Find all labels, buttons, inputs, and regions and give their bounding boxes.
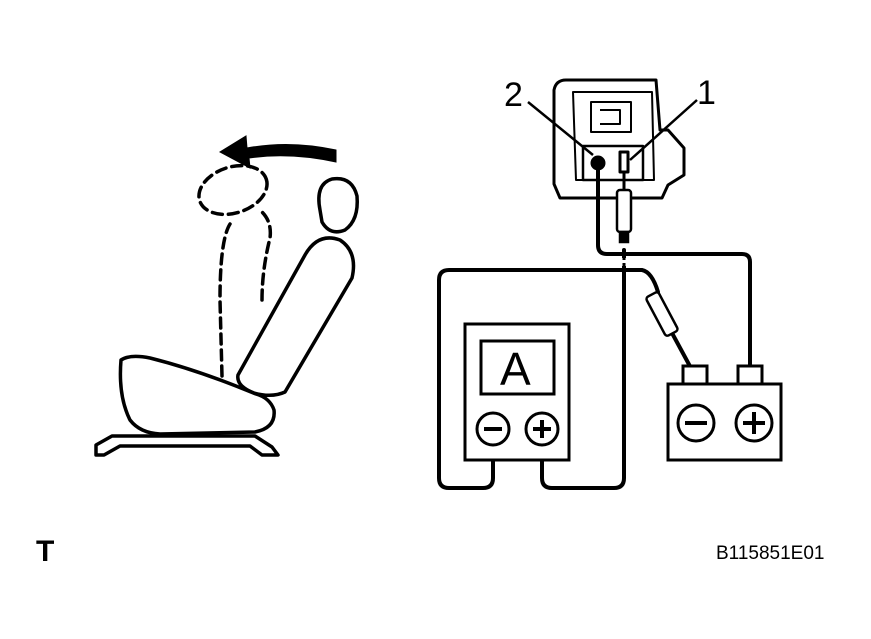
seat-back bbox=[236, 236, 356, 397]
terminal-2 bbox=[590, 155, 606, 171]
wires bbox=[437, 168, 752, 490]
reclined-seatback-outline bbox=[197, 163, 273, 378]
terminal-1 bbox=[618, 150, 630, 174]
ammeter-icon bbox=[463, 322, 571, 462]
corner-mark: T bbox=[36, 535, 54, 568]
pin-1-label: 1 bbox=[697, 74, 716, 112]
seat-headrest bbox=[317, 176, 359, 234]
ammeter-display-label: A bbox=[500, 343, 531, 395]
pin-leader-lines bbox=[527, 99, 698, 161]
seat-rail bbox=[94, 434, 280, 457]
seat-cushion bbox=[118, 354, 276, 436]
arrow-icon bbox=[218, 135, 337, 169]
pin-2-label: 2 bbox=[504, 76, 523, 114]
probe-terminal-1 bbox=[615, 188, 633, 244]
seat-icon bbox=[94, 163, 359, 457]
battery-icon bbox=[666, 364, 783, 462]
probe-battery-negative bbox=[645, 291, 694, 371]
figure-code: B115851E01 bbox=[716, 543, 824, 564]
